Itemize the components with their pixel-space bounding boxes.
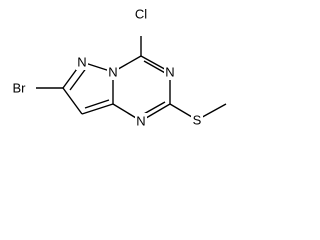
bridge-nitrogen-label: N (108, 65, 117, 80)
bond-c7-c8a-double (84, 99, 110, 109)
bromine-label: Br (13, 81, 27, 96)
bond-c6-c7 (62, 87, 83, 115)
sulfur-label: S (193, 113, 202, 128)
upper-right-nitrogen-label: N (165, 65, 174, 80)
bonds (36, 36, 227, 122)
chemical-structure: Cl Br N N N N S (10, 6, 227, 129)
bond-c4-n3-double (143, 60, 168, 75)
bond-c2-n1-double (141, 101, 166, 116)
pyrazole-nitrogen-label: N (77, 55, 86, 70)
lower-nitrogen-label: N (136, 114, 145, 129)
bond-c7-c8a (81, 103, 114, 115)
atom-labels: Cl Br N N N N S (10, 6, 203, 129)
chlorine-label: Cl (135, 7, 147, 22)
bond-n5-c6-double (69, 66, 88, 91)
